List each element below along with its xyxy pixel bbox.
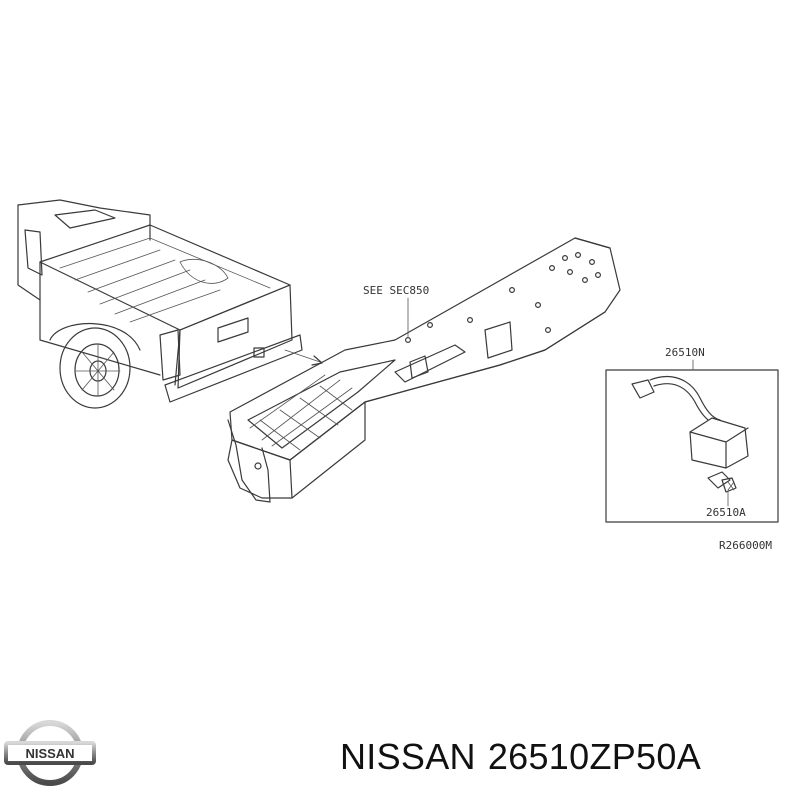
part-caption: NISSAN 26510ZP50A: [340, 736, 713, 778]
nissan-logo-icon: NISSAN: [4, 720, 96, 786]
svg-text:NISSAN: NISSAN: [25, 746, 74, 761]
lamp-detail-box: [605, 359, 779, 523]
bumper-illustration: [227, 237, 621, 503]
see-sec-label: SEE SEC850: [363, 284, 429, 297]
diagram-code-label: R266000M: [719, 539, 772, 552]
truck-illustration: [17, 199, 323, 409]
part-number: 26510ZP50A: [487, 736, 702, 777]
brand-name: NISSAN: [340, 736, 476, 777]
assembly-part-label: 26510N: [665, 346, 705, 359]
bulb-part-label: 26510A: [706, 506, 746, 519]
